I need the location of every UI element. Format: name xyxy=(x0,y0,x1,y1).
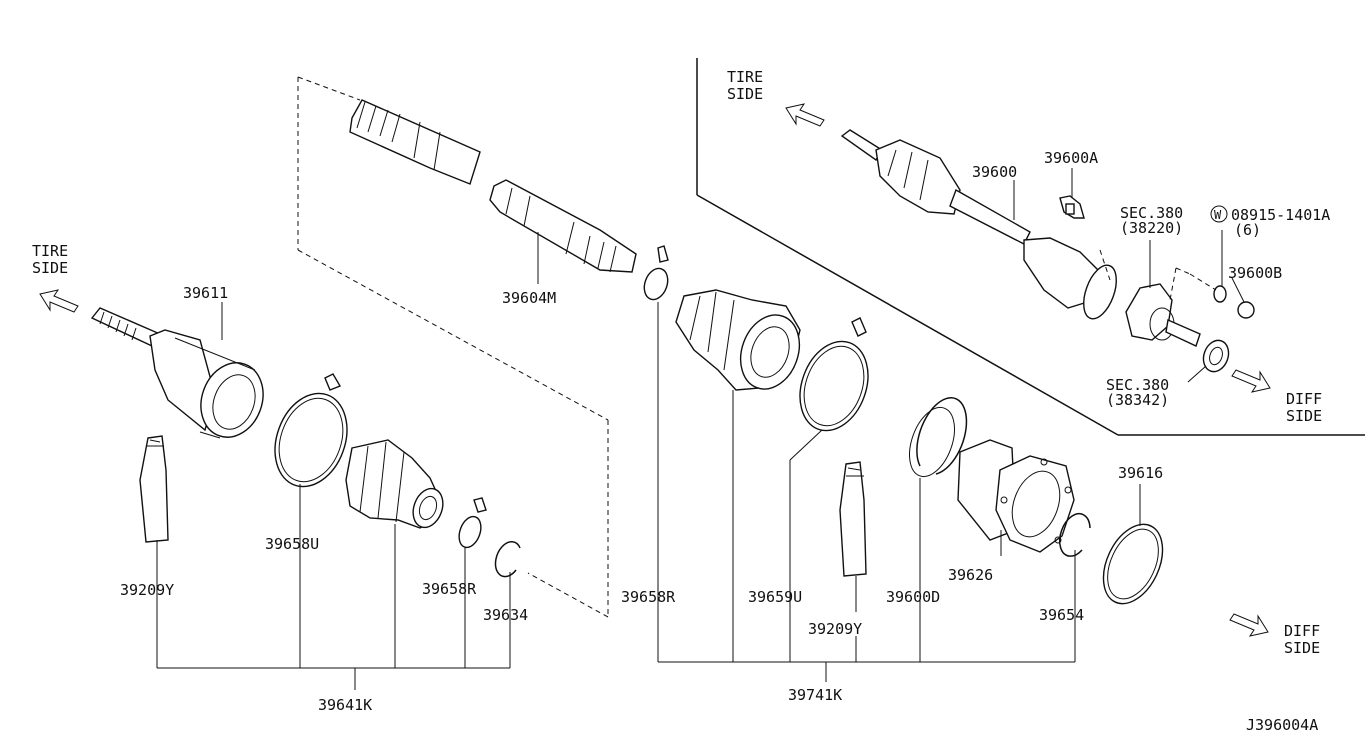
boot-inner-icon xyxy=(675,289,801,391)
seal-ring-icon xyxy=(1102,523,1164,605)
diff-side-arrow-inset-icon xyxy=(1231,369,1271,393)
bolt-icon xyxy=(1059,195,1085,219)
inset-dashed-links xyxy=(1099,249,1217,301)
part-label-39209Y-mid: 39209Y xyxy=(808,620,862,638)
part-label-39658U: 39658U xyxy=(265,535,319,553)
inset-frame xyxy=(696,58,1365,436)
sec380-b-label: SEC.380 xyxy=(1106,376,1169,394)
grease-tube-left-icon xyxy=(139,435,169,543)
circlip-icon xyxy=(909,397,968,478)
sec380-a-label: SEC.380 xyxy=(1120,204,1183,222)
oil-seal-icon xyxy=(1202,339,1230,373)
inner-joint-housing-icon xyxy=(957,439,1075,553)
diff-side-arrow-bottom-icon xyxy=(1229,613,1269,637)
part-label-39604M: 39604M xyxy=(502,289,556,307)
leader-lines xyxy=(156,168,1245,690)
part-label-39641K: 39641K xyxy=(318,696,372,714)
part-label-39658R-left: 39658R xyxy=(422,580,477,598)
differential-flange-icon xyxy=(1125,283,1201,347)
washer-part-label: 08915-1401A xyxy=(1231,206,1330,224)
diff-side-inset-line2: SIDE xyxy=(1286,407,1322,425)
dashed-guide xyxy=(297,76,609,618)
diff-side-inset-line1: DIFF xyxy=(1286,390,1322,408)
sec380-a-ref: (38220) xyxy=(1120,219,1183,237)
washer-icon xyxy=(1213,285,1255,319)
drive-shaft-assembly-icon xyxy=(840,129,1117,320)
shaft-outer-piece-icon xyxy=(349,99,481,185)
boot-band-small-mid-icon xyxy=(643,245,669,301)
outer-cv-joint-icon xyxy=(90,307,264,439)
part-label-39209Y-left: 39209Y xyxy=(120,581,174,599)
diff-side-bottom-line2: SIDE xyxy=(1284,639,1320,657)
grease-tube-mid-icon xyxy=(839,461,867,577)
part-label-39741K: 39741K xyxy=(788,686,842,704)
part-label-39600D: 39600D xyxy=(886,588,940,606)
snap-ring-right-icon xyxy=(1058,512,1091,557)
part-label-39600A: 39600A xyxy=(1044,149,1098,167)
washer-symbol-text: W xyxy=(1214,208,1222,222)
tire-side-right-line1: TIRE xyxy=(727,68,763,86)
snap-ring-icon xyxy=(494,541,521,578)
tire-side-left-line1: TIRE xyxy=(32,242,68,260)
diff-side-bottom-line1: DIFF xyxy=(1284,622,1320,640)
part-label-39600: 39600 xyxy=(972,163,1017,181)
part-label-39616: 39616 xyxy=(1118,464,1163,482)
washer-symbol-icon: W xyxy=(1210,205,1228,223)
washer-qty-label: (6) xyxy=(1234,221,1261,239)
sec380-b-ref: (38342) xyxy=(1106,391,1169,409)
tire-side-right-line2: SIDE xyxy=(727,85,763,103)
part-label-39658R-mid: 39658R xyxy=(621,588,676,606)
part-label-39611: 39611 xyxy=(183,284,228,302)
boot-band-small-left-icon xyxy=(458,497,487,549)
boot-band-large-mid-icon xyxy=(799,317,869,432)
part-label-39659U: 39659U xyxy=(748,588,802,606)
boot-left-icon xyxy=(345,439,444,529)
part-label-39654: 39654 xyxy=(1039,606,1084,624)
diagram-code: J396004A xyxy=(1246,716,1318,734)
tire-side-arrow-left-icon xyxy=(39,289,79,313)
part-label-39634: 39634 xyxy=(483,606,528,624)
boot-band-large-left-icon xyxy=(274,373,348,488)
part-label-39600B: 39600B xyxy=(1228,264,1282,282)
tire-side-left-line2: SIDE xyxy=(32,259,68,277)
shaft-inner-piece-icon xyxy=(489,179,637,273)
tire-side-arrow-right-icon xyxy=(785,103,825,127)
part-label-39626: 39626 xyxy=(948,566,993,584)
